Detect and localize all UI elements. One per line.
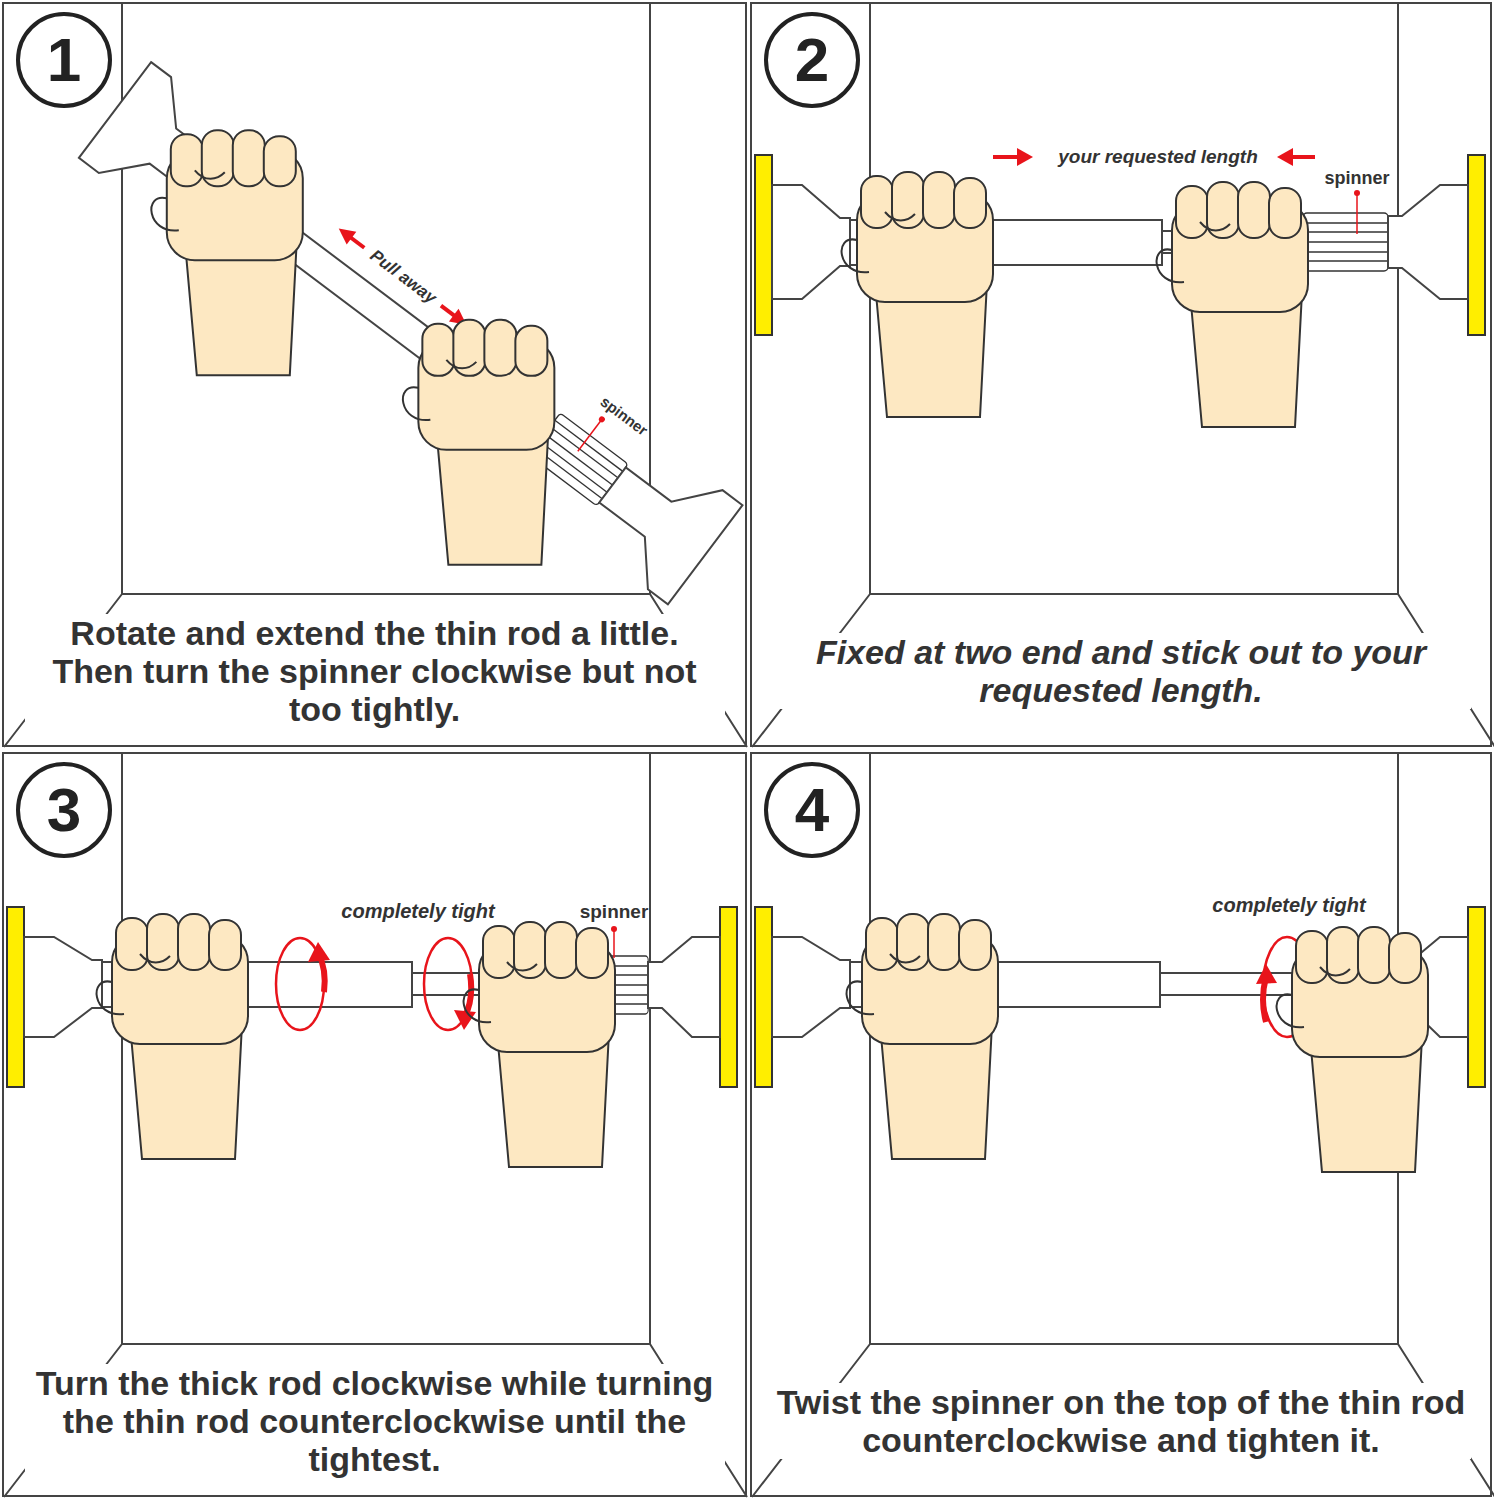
- panel-3-art: [4, 752, 747, 1497]
- step-caption: Rotate and extend the thin rod a little.…: [25, 614, 725, 728]
- annotation-text: completely tight: [341, 900, 494, 922]
- annotation-text: spinner: [580, 901, 649, 922]
- caption-area: Twist the spinner on the top of the thin…: [771, 1348, 1471, 1494]
- step-number-circle: 1: [16, 12, 112, 108]
- annotation-label: your requested length: [1058, 146, 1258, 168]
- step-panel: Rotate and extend the thin rod a little.…: [2, 2, 747, 747]
- pull-arrows: [334, 222, 471, 331]
- caption-area: Rotate and extend the thin rod a little.…: [25, 598, 725, 744]
- annotation-text: your requested length: [1058, 146, 1258, 167]
- annotation-label: spinner: [597, 393, 651, 440]
- hand: [151, 130, 302, 375]
- wall-pad: [7, 907, 24, 1087]
- annotation-label: spinner: [1324, 168, 1389, 189]
- leader-line: [613, 928, 615, 958]
- caption-area: Fixed at two end and stick out to your r…: [771, 598, 1471, 744]
- step-number: 4: [795, 779, 829, 841]
- panel-1-art: [4, 2, 747, 747]
- room-outline: [4, 2, 747, 747]
- annotation-text: completely tight: [1212, 894, 1365, 916]
- hand: [464, 922, 615, 1167]
- wall-pad: [720, 907, 737, 1087]
- step-caption: Twist the spinner on the top of the thin…: [771, 1383, 1471, 1459]
- step-caption: Turn the thick rod clockwise while turni…: [25, 1364, 725, 1478]
- step-number: 3: [47, 779, 81, 841]
- rotation-arrow: [276, 938, 330, 1030]
- hand: [1277, 927, 1428, 1172]
- hand: [403, 320, 554, 565]
- hand: [1157, 182, 1308, 427]
- annotation-text: spinner: [598, 393, 652, 439]
- step-number-circle: 2: [764, 12, 860, 108]
- hand: [97, 914, 248, 1159]
- hand: [842, 172, 993, 417]
- wall-pad: [1468, 907, 1485, 1087]
- caption-area: Turn the thick rod clockwise while turni…: [25, 1348, 725, 1494]
- annotation-text: spinner: [1324, 168, 1389, 188]
- annotation-label: completely tight: [341, 900, 494, 923]
- step-panel: Turn the thick rod clockwise while turni…: [2, 752, 747, 1497]
- room-outline: [4, 752, 747, 1497]
- wall-pad: [755, 907, 772, 1087]
- rotation-arrow: [424, 938, 476, 1030]
- wall-pad: [755, 155, 772, 335]
- hand: [847, 914, 998, 1159]
- wall-pad: [1468, 155, 1485, 335]
- step-number: 1: [47, 29, 81, 91]
- step-panel: Fixed at two end and stick out to your r…: [750, 2, 1492, 747]
- step-number-circle: 3: [16, 762, 112, 858]
- room-outline: [752, 752, 1494, 1497]
- step-number: 2: [795, 29, 829, 91]
- step-panel: Twist the spinner on the top of the thin…: [750, 752, 1492, 1497]
- panel-4-art: [752, 752, 1494, 1497]
- leader-line: [578, 419, 602, 451]
- step-caption: Fixed at two end and stick out to your r…: [771, 633, 1471, 709]
- annotation-label: spinner: [580, 901, 649, 923]
- room-outline: [752, 2, 1494, 747]
- panel-2-art: [752, 2, 1494, 747]
- tension-rod: [1, 33, 764, 707]
- annotation-label: completely tight: [1212, 894, 1365, 917]
- leader-line: [1356, 192, 1358, 234]
- step-number-circle: 4: [764, 762, 860, 858]
